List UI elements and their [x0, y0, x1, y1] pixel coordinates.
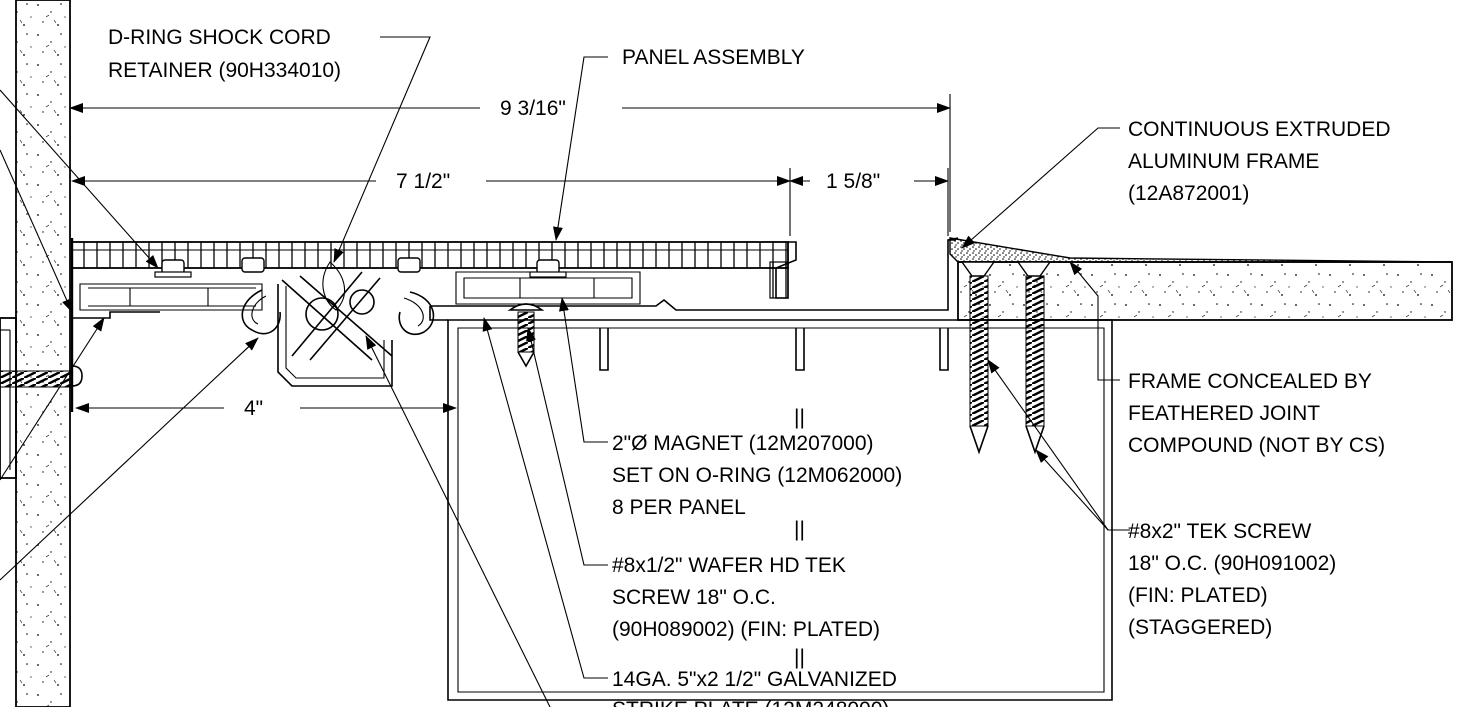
- svg-text:FRAME CONCEALED BY: FRAME CONCEALED BY: [1128, 370, 1372, 393]
- svg-text:ALUMINUM FRAME: ALUMINUM FRAME: [1128, 150, 1319, 173]
- dimension-overall-label: 9 3/16": [500, 97, 566, 120]
- dimension-offset-label: 1 5/8": [826, 170, 880, 193]
- svg-text:(FIN: PLATED): (FIN: PLATED): [1128, 584, 1268, 607]
- dimension-overall: [69, 94, 951, 232]
- label-panel-assembly: PANEL ASSEMBLY: [622, 46, 805, 69]
- frame-channel: [429, 306, 1113, 701]
- panel-assembly: [71, 241, 797, 299]
- svg-text:D-RING SHOCK CORD: D-RING SHOCK CORD: [108, 26, 331, 49]
- svg-text:#8x2" TEK SCREW: #8x2" TEK SCREW: [1128, 520, 1311, 543]
- dimension-panel-label: 7 1/2": [396, 170, 450, 193]
- svg-text:||: ||: [794, 518, 805, 541]
- svg-text:(STAGGERED): (STAGGERED): [1128, 616, 1272, 639]
- wafer-tek-screw: [507, 303, 545, 368]
- wall-side-frame: [70, 238, 263, 412]
- label-strike-plate: 14GA. 5"x2 1/2" GALVANIZED STRIKE PLATE …: [612, 668, 897, 707]
- svg-text:COMPOUND (NOT BY CS): COMPOUND (NOT BY CS): [1128, 434, 1385, 457]
- dimension-offset: [789, 168, 949, 236]
- panel-magnets: [154, 257, 567, 278]
- svg-text:(12A872001): (12A872001): [1128, 182, 1249, 205]
- label-tek-screw: #8x2" TEK SCREW 18" O.C. (90H091002) (FI…: [1128, 520, 1336, 639]
- svg-text:18" O.C. (90H091002): 18" O.C. (90H091002): [1128, 552, 1336, 575]
- label-concealed: FRAME CONCEALED BY FEATHERED JOINT COMPO…: [1128, 370, 1385, 457]
- svg-text:(90H089002) (FIN: PLATED): (90H089002) (FIN: PLATED): [612, 618, 880, 641]
- label-magnet: 2"Ø MAGNET (12M207000) SET ON O-RING (12…: [612, 432, 902, 519]
- dimension-gap-label: 4": [244, 397, 263, 420]
- svg-text:||: ||: [794, 406, 805, 429]
- svg-text:SET ON O-RING (12M062000): SET ON O-RING (12M062000): [612, 464, 902, 487]
- svg-text:#8x1/2" WAFER HD TEK: #8x1/2" WAFER HD TEK: [612, 554, 846, 577]
- shock-cord-retainer: [241, 261, 435, 387]
- svg-text:RETAINER (90H334010): RETAINER (90H334010): [108, 59, 341, 82]
- tek-screws-8x2: [960, 261, 1052, 455]
- svg-text:2"Ø MAGNET (12M207000): 2"Ø MAGNET (12M207000): [612, 432, 874, 455]
- leader-lines: [0, 36, 1130, 707]
- svg-text:STRIKE PLATE (12M248000): STRIKE PLATE (12M248000): [612, 698, 889, 707]
- label-frame: CONTINUOUS EXTRUDED ALUMINUM FRAME (12A8…: [1128, 118, 1391, 205]
- right-concrete-slab: [947, 237, 1453, 321]
- label-wafer-screw: #8x1/2" WAFER HD TEK SCREW 18" O.C. (90H…: [612, 554, 880, 641]
- svg-text:FEATHERED JOINT: FEATHERED JOINT: [1128, 402, 1320, 425]
- svg-text:8 PER PANEL: 8 PER PANEL: [612, 496, 746, 519]
- label-d-ring: D-RING SHOCK CORD RETAINER (90H334010): [108, 26, 341, 82]
- svg-text:SCREW 18" O.C.: SCREW 18" O.C.: [612, 586, 776, 609]
- left-concrete-wall: [0, 0, 71, 707]
- wall-anchor-bolt: [0, 365, 83, 388]
- svg-text:CONTINUOUS EXTRUDED: CONTINUOUS EXTRUDED: [1128, 118, 1391, 141]
- break-marks: || || ||: [794, 406, 805, 669]
- svg-text:14GA. 5"x2 1/2" GALVANIZED: 14GA. 5"x2 1/2" GALVANIZED: [612, 668, 897, 691]
- svg-text:||: ||: [794, 646, 805, 669]
